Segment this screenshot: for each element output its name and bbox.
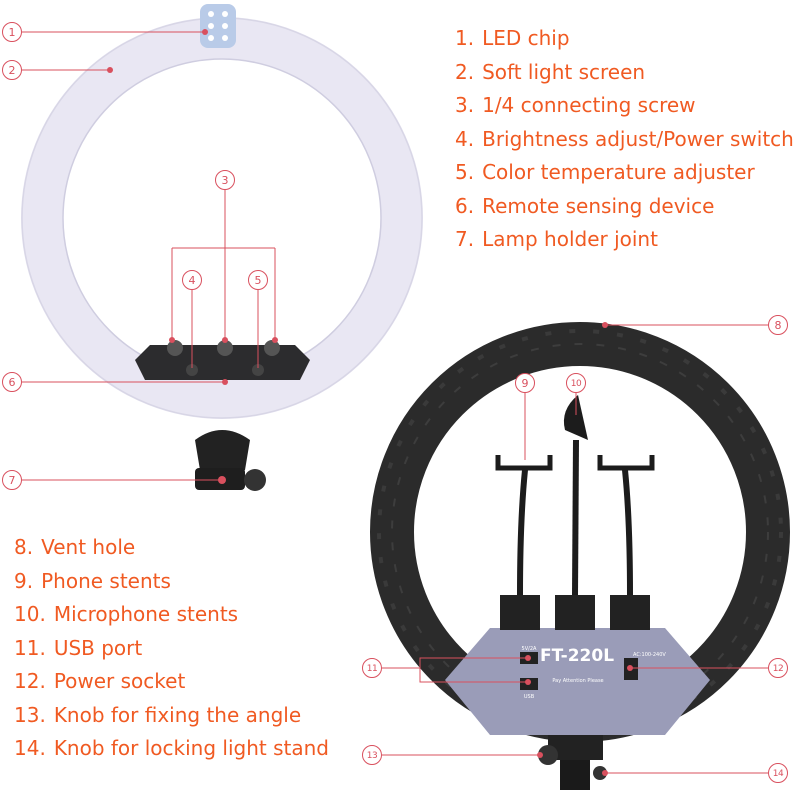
- callout-4: 4: [182, 270, 202, 290]
- legend-item: 1.LED chip: [455, 26, 570, 50]
- callout-12: 12: [768, 658, 788, 678]
- legend-item: 10.Microphone stents: [14, 602, 239, 626]
- back-ring-light: [370, 322, 790, 790]
- legend-item: 6.Remote sensing device: [455, 193, 715, 218]
- legend-item: 9.Phone stents: [14, 568, 171, 593]
- legend-item: 2.Soft light screen: [455, 59, 646, 84]
- legend-item: 13.Knob for fixing the angle: [14, 702, 302, 727]
- legend-item: 4.Brightness adjust/Power switch: [455, 126, 794, 151]
- legend-bottom: 8.Vent hole 9.Phone stents 10.Microphone…: [14, 531, 329, 766]
- callout-14: 14: [768, 763, 788, 783]
- callout-10: 10: [566, 373, 586, 393]
- usb-spec: 5V/2A: [522, 646, 537, 652]
- legend-item: 5.Color temperature adjuster: [455, 160, 755, 184]
- front-ring-light: [21, 4, 423, 491]
- control-panel: [445, 628, 710, 735]
- led-chip: [200, 4, 236, 48]
- legend-top: 1.LED chip 2.Soft light screen 3.1/4 con…: [455, 22, 794, 257]
- callout-1: 1: [2, 22, 22, 42]
- legend-item: 14.Knob for locking light stand: [14, 736, 329, 760]
- panel-voltage: AC:100-240V: [633, 652, 666, 658]
- panel-model: FT-220L: [540, 646, 614, 666]
- legend-item: 12.Power socket: [14, 669, 186, 693]
- callout-2: 2: [2, 60, 22, 80]
- usb-label: USB: [524, 694, 535, 700]
- legend-item: 8.Vent hole: [14, 535, 136, 559]
- callout-5: 5: [248, 270, 268, 290]
- callout-11: 11: [362, 658, 382, 678]
- callout-8: 8: [768, 315, 788, 335]
- panel-warning: Pay Attention Please: [552, 678, 603, 684]
- callout-7: 7: [2, 470, 22, 490]
- callout-3: 3: [215, 170, 235, 190]
- legend-item: 7.Lamp holder joint: [455, 227, 658, 251]
- lamp-holder-joint: [195, 430, 250, 470]
- legend-item: 11.USB port: [14, 635, 143, 660]
- callout-lines: [22, 31, 768, 774]
- legend-item: 3.1/4 connecting screw: [455, 93, 696, 117]
- callout-13: 13: [362, 745, 382, 765]
- callout-9: 9: [515, 373, 535, 393]
- callout-6: 6: [2, 372, 22, 392]
